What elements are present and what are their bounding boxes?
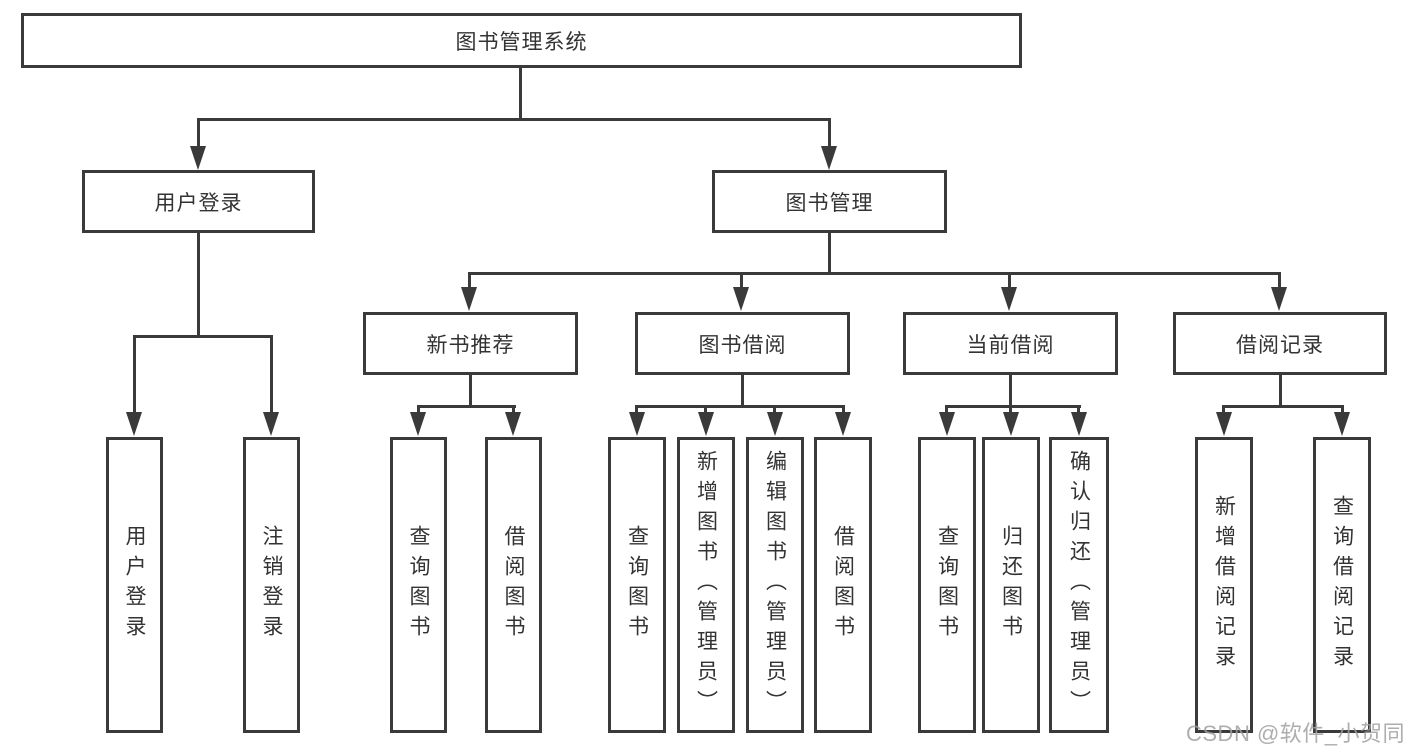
leaf-query-books-current: 查询图书 <box>918 437 976 733</box>
leaf-label: 查询图书 <box>935 525 959 645</box>
node-borrowing-records: 借阅记录 <box>1173 312 1387 375</box>
connector-line <box>468 272 471 288</box>
connector-line <box>635 405 845 408</box>
arrow-down-icon <box>1271 287 1287 311</box>
leaf-label: 借阅图书 <box>502 525 526 645</box>
leaf-label: 查询图书 <box>407 525 431 645</box>
connector-line <box>1222 405 1344 408</box>
node-label: 图书管理 <box>785 191 874 215</box>
node-book-borrowing: 图书借阅 <box>635 312 850 375</box>
connector-line <box>1009 375 1012 408</box>
leaf-label: 用户登录 <box>123 525 147 645</box>
leaf-query-books-borrowing: 查询图书 <box>608 437 666 733</box>
arrow-down-icon <box>263 412 279 436</box>
connector-line <box>1279 375 1282 408</box>
node-label: 用户登录 <box>154 191 243 215</box>
arrow-down-icon <box>461 287 477 311</box>
connector-line <box>1077 405 1080 415</box>
connector-line <box>1278 272 1281 288</box>
leaf-label: 确认归还（管理员） <box>1067 450 1091 720</box>
arrow-down-icon <box>1216 412 1232 436</box>
leaf-edit-books-admin: 编辑图书（管理员） <box>746 437 804 733</box>
leaf-query-books-recommendation: 查询图书 <box>390 437 447 733</box>
connector-line <box>704 405 707 415</box>
connector-line <box>417 405 420 415</box>
connector-line <box>270 335 273 413</box>
leaf-add-borrow-record: 新增借阅记录 <box>1195 437 1253 733</box>
node-library-management-system: 图书管理系统 <box>21 13 1022 68</box>
arrow-down-icon <box>767 412 783 436</box>
leaf-label: 新增借阅记录 <box>1212 495 1236 675</box>
connector-line <box>133 335 273 338</box>
connector-line <box>635 405 638 415</box>
arrow-down-icon <box>1001 287 1017 311</box>
leaf-label: 查询借阅记录 <box>1330 495 1354 675</box>
connector-line <box>197 233 200 337</box>
leaf-label: 归还图书 <box>999 525 1023 645</box>
connector-line <box>197 118 200 148</box>
arrow-down-icon <box>821 146 837 170</box>
leaf-label: 借阅图书 <box>831 525 855 645</box>
leaf-label: 查询图书 <box>625 525 649 645</box>
arrow-down-icon <box>190 146 206 170</box>
connector-line <box>828 233 831 275</box>
connector-line <box>1009 405 1012 415</box>
arrow-down-icon <box>126 412 142 436</box>
connector-line <box>945 405 1081 408</box>
arrow-down-icon <box>1003 412 1019 436</box>
leaf-confirm-return-admin: 确认归还（管理员） <box>1049 437 1109 733</box>
arrow-down-icon <box>698 412 714 436</box>
node-new-book-recommendation: 新书推荐 <box>363 312 578 375</box>
arrow-down-icon <box>939 412 955 436</box>
arrow-down-icon <box>1334 412 1350 436</box>
csdn-watermark: CSDN @软件_小贺同学 <box>1186 721 1405 746</box>
node-label: 当前借阅 <box>966 333 1055 357</box>
leaf-logout: 注销登录 <box>243 437 300 733</box>
leaf-add-books-admin: 新增图书（管理员） <box>677 437 735 733</box>
connector-line <box>133 335 136 413</box>
connector-line <box>512 405 515 415</box>
node-label: 借阅记录 <box>1236 333 1324 357</box>
connector-line <box>842 405 845 415</box>
leaf-query-borrow-record: 查询借阅记录 <box>1313 437 1371 733</box>
connector-line <box>1341 405 1344 415</box>
node-label: 图书管理系统 <box>455 30 588 54</box>
connector-line <box>197 118 831 121</box>
connector-line <box>741 375 744 408</box>
node-book-management: 图书管理 <box>712 170 947 233</box>
connector-line <box>468 272 1281 275</box>
connector-line <box>740 272 743 288</box>
node-label: 新书推荐 <box>426 333 515 357</box>
connector-line <box>417 405 516 408</box>
arrow-down-icon <box>505 412 521 436</box>
connector-line <box>519 68 522 121</box>
node-label: 图书借阅 <box>698 333 787 357</box>
arrow-down-icon <box>733 287 749 311</box>
arrow-down-icon <box>410 412 426 436</box>
connector-line <box>828 118 831 148</box>
arrow-down-icon <box>835 412 851 436</box>
arrow-down-icon <box>629 412 645 436</box>
connector-line <box>1008 272 1011 288</box>
leaf-return-books: 归还图书 <box>982 437 1040 733</box>
leaf-user-login: 用户登录 <box>106 437 163 733</box>
leaf-label: 新增图书（管理员） <box>694 450 718 720</box>
connector-line <box>469 375 472 408</box>
leaf-label: 注销登录 <box>260 525 284 645</box>
leaf-borrow-books-borrowing: 借阅图书 <box>814 437 872 733</box>
connector-line <box>945 405 948 415</box>
node-user-login: 用户登录 <box>82 170 315 233</box>
arrow-down-icon <box>1071 412 1087 436</box>
leaf-label: 编辑图书（管理员） <box>763 450 787 720</box>
node-current-borrowing: 当前借阅 <box>903 312 1118 375</box>
connector-line <box>1222 405 1225 415</box>
leaf-borrow-books-recommendation: 借阅图书 <box>485 437 542 733</box>
connector-line <box>773 405 776 415</box>
